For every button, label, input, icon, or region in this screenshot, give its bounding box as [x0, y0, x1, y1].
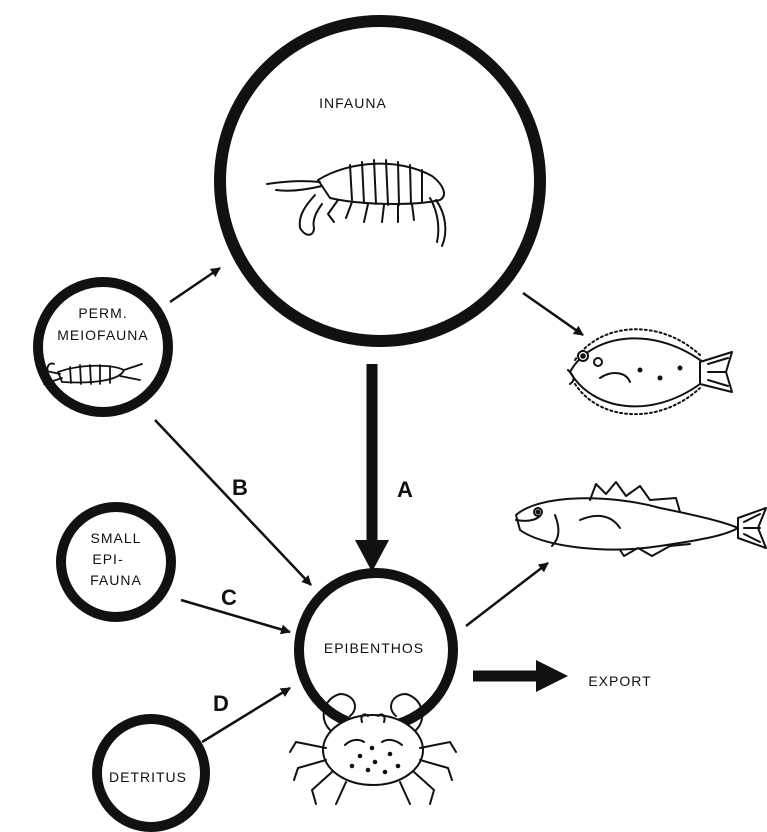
edge-letter-d: D — [213, 691, 229, 716]
small-epifauna-label-line3: FAUNA — [90, 572, 142, 588]
amphipod-illustration — [267, 160, 445, 246]
export-label: EXPORT — [588, 673, 651, 689]
edge-letter-c: C — [221, 585, 237, 610]
small-epifauna-label-line1: SMALL — [91, 530, 142, 546]
detritus-label: DETRITUS — [109, 769, 187, 785]
export-arrow-head — [536, 660, 568, 692]
arrow-b-meiofauna-to-epibenthos — [155, 420, 311, 585]
infauna-label: INFAUNA — [319, 95, 387, 111]
edge-letter-a: A — [397, 477, 413, 502]
small-epifauna-label-line2: EPI- — [92, 551, 123, 567]
epibenthos-label: EPIBENTHOS — [324, 640, 424, 656]
copepod-illustration — [42, 363, 142, 384]
arrow-epibenthos-to-cod — [466, 563, 548, 626]
perm-meiofauna-node — [38, 282, 168, 412]
arrow-infauna-to-flounder — [523, 293, 583, 335]
cod-illustration — [516, 482, 766, 556]
perm-meiofauna-label-line2: MEIOFAUNA — [57, 327, 148, 343]
perm-meiofauna-label-line1: PERM. — [78, 305, 127, 321]
flounder-illustration — [568, 329, 732, 414]
edge-letter-b: B — [232, 475, 248, 500]
arrow-meiofauna-to-infauna — [170, 268, 220, 302]
arrow-a-head — [355, 540, 389, 572]
